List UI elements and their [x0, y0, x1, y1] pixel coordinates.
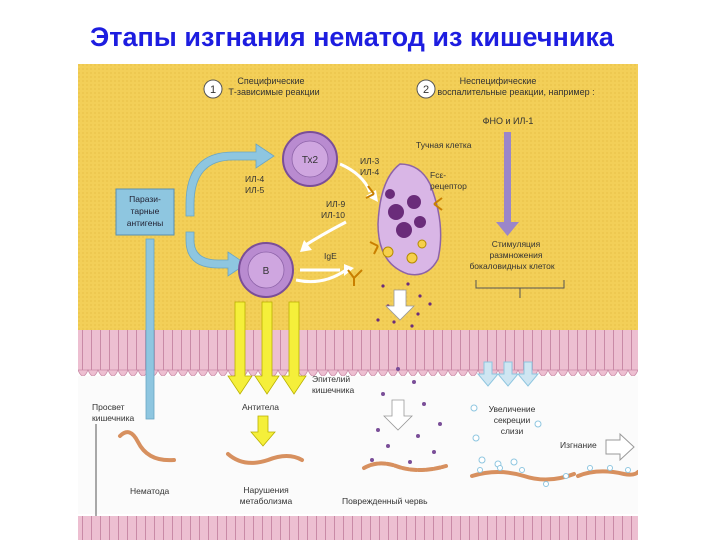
expulsion-arrow	[605, 432, 635, 462]
damaged-worm-label: Поврежденный червь	[342, 496, 428, 506]
metabolism-label-1: Нарушения	[243, 485, 289, 495]
step2-title: Неспецифические	[460, 76, 537, 86]
il3-label: ИЛ-3	[360, 156, 380, 166]
mucus-label-3: слизи	[501, 426, 524, 436]
expulsion-label: Изгнание	[560, 440, 597, 450]
lumen-label-2: кишечника	[92, 413, 135, 423]
il5-label: ИЛ-5	[245, 185, 265, 195]
th2-label: Тх2	[302, 155, 319, 166]
nematode-label: Нематода	[130, 486, 170, 496]
fc-receptor-label-1: Fcε-	[430, 170, 446, 180]
il9-label: ИЛ-9	[326, 199, 346, 209]
damaged-worm	[362, 461, 448, 472]
step2-subtitle: воспалительные реакции, например :	[437, 87, 594, 97]
lumen-label-1: Просвет	[92, 402, 125, 412]
mucus-label-2: секреции	[494, 415, 531, 425]
mucus-label-1: Увеличение	[489, 404, 536, 414]
expelled-worm	[576, 469, 640, 478]
lumen-arrow	[383, 399, 413, 431]
epithelium-band	[78, 330, 638, 370]
goblet-label-3: бокаловидных клеток	[469, 261, 554, 271]
nematode-worm	[118, 430, 176, 463]
metabolism-worm	[226, 452, 304, 465]
mediator-arrow	[385, 289, 415, 321]
antibodies-label: Антитела	[242, 402, 279, 412]
step1-marker	[203, 79, 223, 99]
il4-label-2: ИЛ-4	[360, 167, 380, 177]
antibody-arrows	[227, 301, 307, 447]
antigen-arrows	[145, 143, 275, 420]
antigen-label-1: Парази-	[129, 194, 161, 204]
worm-mucus-beads	[477, 465, 631, 487]
metabolism-label-2: метаболизма	[240, 496, 293, 506]
step1-title: Специфические	[237, 76, 304, 86]
step2-marker	[416, 79, 436, 99]
step1-subtitle: Т-зависимые реакции	[228, 87, 319, 97]
mucus-arrows	[476, 361, 540, 387]
tnf-il1-label: ФНО и ИЛ-1	[483, 116, 534, 126]
il10-label: ИЛ-10	[321, 210, 345, 220]
lumen-zone	[78, 376, 638, 514]
antigen-label-3: антигены	[127, 218, 164, 228]
nematode-expulsion-diagram: 1 Специфические Т-зависимые реакции 2 Не…	[77, 64, 640, 540]
b-label: В	[263, 266, 270, 277]
goblet-label-1: Стимуляция	[492, 239, 541, 249]
antigen-label-2: тарные	[131, 206, 160, 216]
goblet-bracket	[475, 280, 565, 298]
il4-label: ИЛ-4	[245, 174, 265, 184]
fc-receptors	[365, 185, 443, 255]
mast-cell-label: Тучная клетка	[416, 140, 472, 150]
fc-receptor-label-2: рецептор	[430, 181, 467, 191]
lower-epithelium-band	[78, 516, 638, 540]
step2-number: 2	[423, 84, 429, 96]
mucus-coated-worm	[470, 470, 576, 482]
stimulation-arrow	[496, 132, 519, 236]
epithelium-label-2: кишечника	[312, 385, 355, 395]
slide-title: Этапы изгнания нематод из кишечника	[90, 22, 614, 52]
antigen-box	[115, 188, 175, 236]
ige-antibody	[347, 269, 363, 286]
ige-label: IgE	[324, 251, 337, 261]
step1-number: 1	[210, 84, 216, 96]
cytokine-arrows	[300, 162, 372, 272]
goblet-label-2: размножения	[490, 250, 543, 260]
epithelium-label-1: Эпителий	[312, 374, 350, 384]
